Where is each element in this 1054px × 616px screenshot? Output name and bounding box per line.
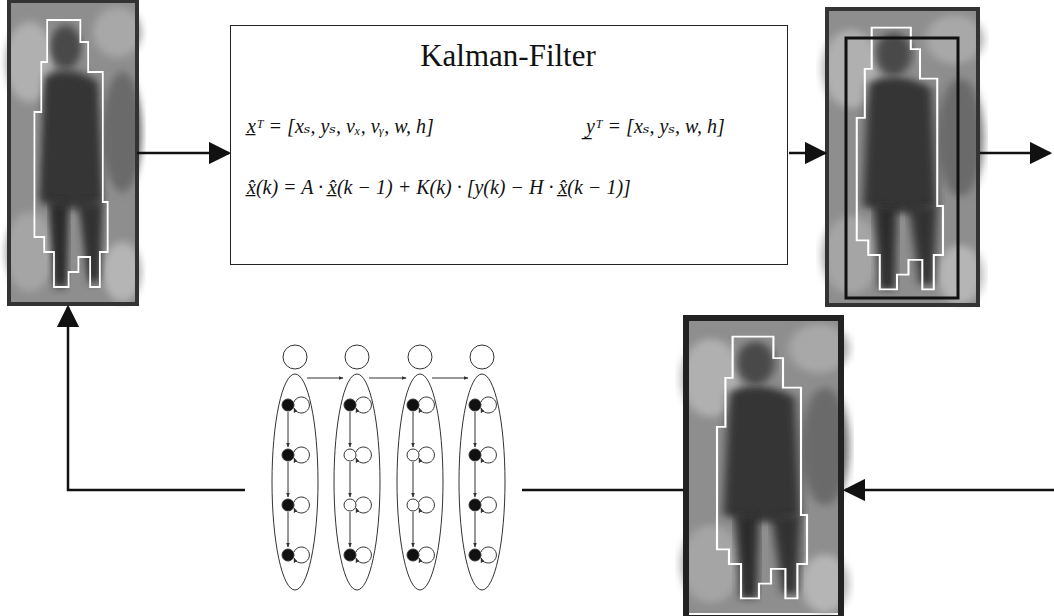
hmm-part <box>481 447 496 463</box>
hmm-part <box>350 512 351 547</box>
hmm-part <box>356 447 371 463</box>
hmm-part <box>350 412 351 447</box>
hmm-part <box>294 447 309 463</box>
hmm-part <box>407 549 419 561</box>
hmm-part <box>288 412 289 447</box>
box-title: Kalman-Filter <box>420 38 596 74</box>
kalman-filter-box: Kalman-Filter x̲ᵀ = [xₛ, yₛ, vₓ, vᵧ, w, h… <box>230 25 788 265</box>
hmm-part <box>419 497 434 513</box>
hmm-part <box>294 397 309 413</box>
hmm-part <box>334 374 380 590</box>
hmm-part <box>407 399 419 411</box>
pedestrian-image <box>822 9 983 305</box>
pedestrian-image <box>681 318 849 616</box>
hmm-part <box>272 374 318 590</box>
equation: y̲ᵀ = [xₛ, yₛ, w, h] <box>586 114 725 138</box>
hmm-part <box>344 499 356 511</box>
hmm-part <box>419 447 434 463</box>
hmm-part <box>481 497 496 513</box>
hmm-part <box>344 399 356 411</box>
hmm-part <box>469 549 481 561</box>
hmm-part <box>282 449 294 461</box>
hmm-part <box>350 462 351 497</box>
hmm-part <box>345 345 369 369</box>
hmm-part <box>413 512 414 547</box>
hmm-part <box>288 462 289 497</box>
hmm-part <box>419 547 434 563</box>
hmm-part <box>419 397 434 413</box>
hmm-part <box>481 397 496 413</box>
hmm-part <box>432 378 468 379</box>
hmm-part <box>294 497 309 513</box>
hmm-part <box>282 499 294 511</box>
hmm-part <box>282 399 294 411</box>
hmm-part <box>369 378 406 379</box>
hmm-part <box>413 412 414 447</box>
hmm-part <box>344 449 356 461</box>
hmm-part <box>413 462 414 497</box>
hmm-part <box>469 449 481 461</box>
hmm-part <box>459 374 505 590</box>
hmm-part <box>294 547 309 563</box>
equation: x̲̂(k) = A · x̲̂(k − 1) + K(k) · [y(k) −… <box>247 176 631 199</box>
hmm-part <box>356 547 371 563</box>
hmm-part <box>283 345 307 369</box>
hmm-part <box>397 374 443 590</box>
hmm-part <box>481 547 496 563</box>
hmm-part <box>408 345 432 369</box>
hmm-part <box>475 462 476 497</box>
hmm-part <box>469 499 481 511</box>
hmm-part <box>282 549 294 561</box>
hmm-part <box>469 399 481 411</box>
hmm-part <box>407 499 419 511</box>
hmm-part <box>356 497 371 513</box>
hmm-part <box>307 378 343 379</box>
hmm-part <box>344 549 356 561</box>
hmm-part <box>475 412 476 447</box>
hmm-part <box>288 512 289 547</box>
hmm-part <box>470 345 494 369</box>
pedestrian-image <box>5 1 142 304</box>
equation: x̲ᵀ = [xₛ, yₛ, vₓ, vᵧ, w, h] <box>247 114 434 138</box>
hmm-part <box>356 397 371 413</box>
hmm-diagram <box>272 345 505 590</box>
hmm-part <box>407 449 419 461</box>
hmm-part <box>475 512 476 547</box>
